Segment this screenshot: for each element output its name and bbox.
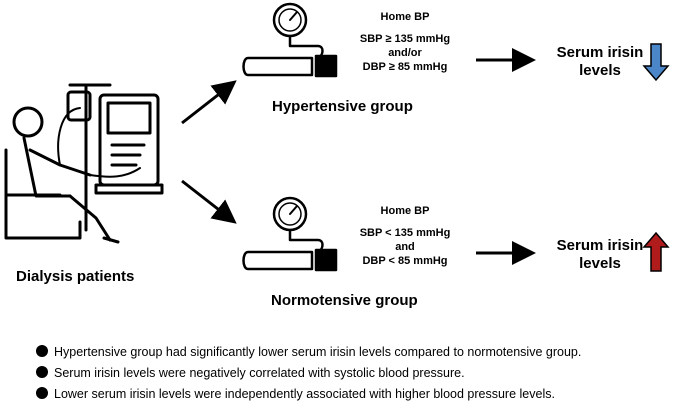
finding-text: Serum irisin levels were negatively corr… bbox=[54, 366, 465, 380]
finding-item: Serum irisin levels were negatively corr… bbox=[36, 365, 581, 381]
dialysis-patient-illustration bbox=[4, 83, 164, 244]
outcome-line: levels bbox=[579, 62, 621, 79]
bp-criterion: DBP ≥ 85 mmHg bbox=[362, 61, 448, 73]
bp-criterion-connector: and/or bbox=[388, 47, 422, 59]
finding-item: Lower serum irisin levels were independe… bbox=[36, 386, 581, 402]
group-label-hypertensive: Hypertensive group bbox=[272, 98, 413, 115]
arrow-to-hypertensive bbox=[181, 80, 237, 125]
finding-text: Hypertensive group had significantly low… bbox=[54, 345, 582, 359]
bp-title: Home BP bbox=[380, 11, 430, 23]
trend-up-arrow-icon bbox=[642, 231, 670, 272]
outcome-line: Serum irisin bbox=[556, 44, 644, 61]
outcome-line: Serum irisin bbox=[556, 237, 644, 254]
bp-criteria-normotensive: Home BP SBP < 135 mmHg and DBP < 85 mmHg bbox=[350, 204, 460, 268]
bp-criteria-hypertensive: Home BP SBP ≥ 135 mmHg and/or DBP ≥ 85 m… bbox=[350, 10, 460, 74]
bp-criterion: SBP ≥ 135 mmHg bbox=[359, 33, 451, 45]
bp-monitor-icon bbox=[242, 196, 338, 272]
bullet-icon bbox=[36, 387, 48, 399]
bullet-icon bbox=[36, 366, 48, 378]
bp-criterion: DBP < 85 mmHg bbox=[362, 255, 448, 267]
bp-title: Home BP bbox=[380, 205, 430, 217]
trend-down-arrow-icon bbox=[642, 43, 670, 82]
patients-label: Dialysis patients bbox=[16, 268, 135, 285]
bp-criterion: SBP < 135 mmHg bbox=[359, 227, 451, 239]
outcome-label-normotensive: Serum irisin levels bbox=[545, 237, 655, 273]
bullet-icon bbox=[36, 345, 48, 357]
finding-item: Hypertensive group had significantly low… bbox=[36, 344, 581, 360]
bp-criterion-connector: and bbox=[395, 241, 415, 253]
outcome-line: levels bbox=[579, 255, 621, 272]
outcome-label-hypertensive: Serum irisin levels bbox=[545, 44, 655, 80]
findings-list: Hypertensive group had significantly low… bbox=[36, 344, 581, 402]
bp-monitor-icon bbox=[242, 2, 338, 78]
group-label-normotensive: Normotensive group bbox=[271, 292, 418, 309]
finding-text: Lower serum irisin levels were independe… bbox=[54, 387, 555, 401]
arrow-to-normotensive bbox=[181, 179, 237, 224]
